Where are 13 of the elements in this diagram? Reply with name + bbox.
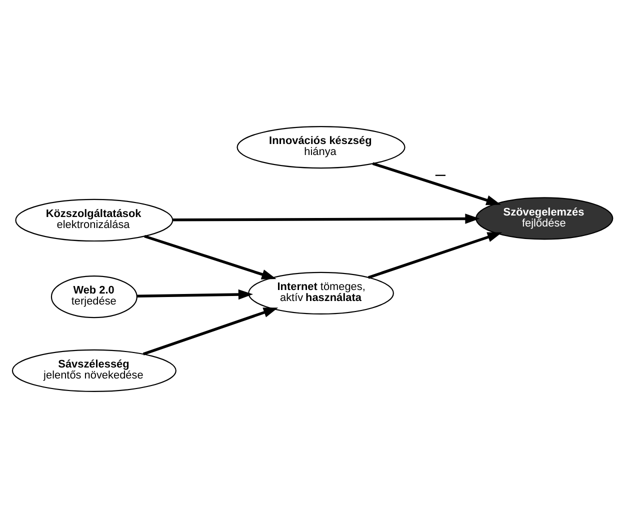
arrow — [172, 213, 480, 224]
node-ellipse: Szövegelemzés fejlődése — [475, 196, 614, 240]
arrow — [144, 234, 276, 279]
node-ellipse: Sávszélesség jelentős növekedése — [12, 348, 176, 392]
arrow — [372, 162, 501, 205]
arrow — [368, 232, 502, 278]
node-ellipse: Internet tömeges, aktív használata — [248, 271, 394, 314]
node-ellipse: Web 2.0 terjedése — [50, 275, 138, 318]
arrow — [136, 288, 254, 300]
edge-label: – — [435, 162, 446, 184]
arrow — [142, 307, 278, 355]
node-ellipse: Közszolgáltatások elektronizálása — [15, 198, 174, 242]
node-ellipse: Innovációs készség hiánya — [236, 125, 406, 168]
